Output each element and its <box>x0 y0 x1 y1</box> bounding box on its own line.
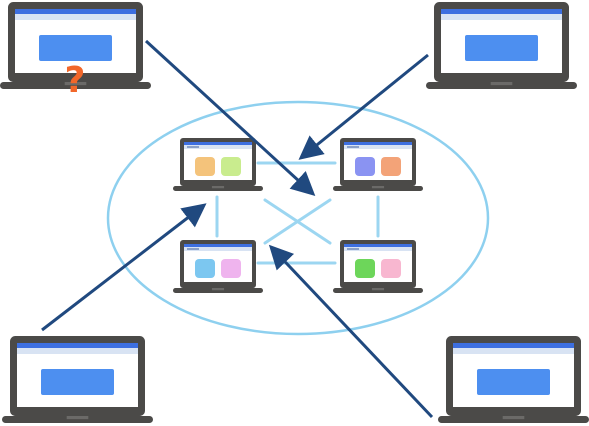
window-titlebar <box>184 142 252 145</box>
laptop-bottom-right <box>438 336 589 423</box>
laptop-top-right <box>426 2 577 89</box>
app-tile <box>381 259 401 278</box>
laptop-hinge <box>502 416 525 420</box>
window-content-block <box>477 369 550 395</box>
laptop-top-left: ? <box>0 2 151 101</box>
window-header-dash <box>187 248 199 250</box>
app-tile <box>355 259 375 278</box>
window-titlebar <box>184 244 252 247</box>
laptop-base <box>2 416 153 423</box>
node-bottom-right <box>333 240 423 293</box>
laptop-hinge <box>211 288 225 291</box>
window-toolbar <box>344 247 412 251</box>
question-mark-icon: ? <box>65 60 86 101</box>
laptop-hinge <box>371 288 385 291</box>
app-tile <box>355 157 375 176</box>
laptop-base <box>333 288 423 293</box>
node-top-left <box>173 138 263 191</box>
window-titlebar <box>344 142 412 145</box>
window-titlebar <box>15 9 136 14</box>
app-tile <box>221 259 241 278</box>
laptop-base <box>173 288 263 293</box>
window-header-dash <box>347 248 359 250</box>
window-titlebar <box>453 343 574 348</box>
window-content-block <box>39 35 112 61</box>
connection-arrow <box>144 39 316 197</box>
laptop-hinge <box>64 82 87 86</box>
window-toolbar <box>184 247 252 251</box>
app-tile <box>221 157 241 176</box>
window-toolbar <box>15 14 136 20</box>
window-toolbar <box>344 145 412 149</box>
connection-arrow <box>41 203 207 332</box>
window-toolbar <box>17 348 138 354</box>
network-link <box>263 198 332 245</box>
app-tile <box>195 157 215 176</box>
window-toolbar <box>184 145 252 149</box>
laptop-base <box>0 82 151 89</box>
laptop-base <box>426 82 577 89</box>
window-titlebar <box>344 244 412 247</box>
node-bottom-left <box>173 240 263 293</box>
window-content-block <box>465 35 538 61</box>
laptop-base <box>333 186 423 191</box>
window-header-dash <box>347 146 359 148</box>
laptop-base <box>173 186 263 191</box>
laptop-bottom-left <box>2 336 153 423</box>
app-tile <box>381 157 401 176</box>
node-top-right <box>333 138 423 191</box>
laptop-hinge <box>490 82 513 86</box>
laptop-hinge <box>66 416 89 420</box>
app-tile <box>195 259 215 278</box>
network-ring <box>106 100 490 336</box>
connection-arrow <box>298 53 429 160</box>
window-content-block <box>41 369 114 395</box>
laptop-hinge <box>211 186 225 189</box>
window-titlebar <box>17 343 138 348</box>
laptop-hinge <box>371 186 385 189</box>
laptop-base <box>438 416 589 423</box>
connection-arrow <box>268 244 434 419</box>
window-toolbar <box>453 348 574 354</box>
window-titlebar <box>441 9 562 14</box>
window-header-dash <box>187 146 199 148</box>
window-toolbar <box>441 14 562 20</box>
